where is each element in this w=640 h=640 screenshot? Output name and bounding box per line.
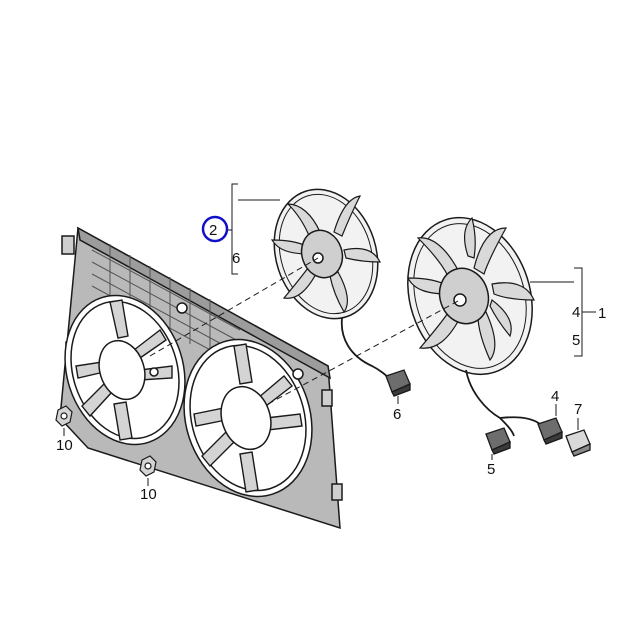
fan-shroud bbox=[59, 226, 343, 530]
alignment-lines bbox=[149, 257, 461, 405]
fan-left bbox=[270, 188, 393, 381]
nut-lower bbox=[139, 455, 157, 477]
callout-10-upper: 10 bbox=[56, 437, 73, 454]
callout-6-bracket: 6 bbox=[232, 250, 240, 267]
callout-1: 1 bbox=[598, 305, 606, 322]
callout-10-lower: 10 bbox=[140, 486, 157, 503]
callout-5-bracket: 5 bbox=[572, 332, 580, 349]
fan-right bbox=[407, 216, 541, 437]
connector-5 bbox=[485, 427, 511, 455]
callout-5-connector: 5 bbox=[487, 461, 495, 478]
connector-4 bbox=[537, 417, 563, 445]
callout-4-connector: 4 bbox=[551, 388, 559, 405]
callout-2: 2 bbox=[209, 222, 217, 239]
callout-4-bracket: 4 bbox=[572, 304, 580, 321]
callout-7-connector: 7 bbox=[574, 401, 582, 418]
callout-6-connector: 6 bbox=[393, 406, 401, 423]
highlight-circle bbox=[201, 215, 229, 243]
leader-lines bbox=[63, 183, 596, 486]
nut-upper bbox=[55, 405, 73, 427]
connector-7 bbox=[565, 429, 591, 457]
connector-6 bbox=[385, 369, 411, 397]
